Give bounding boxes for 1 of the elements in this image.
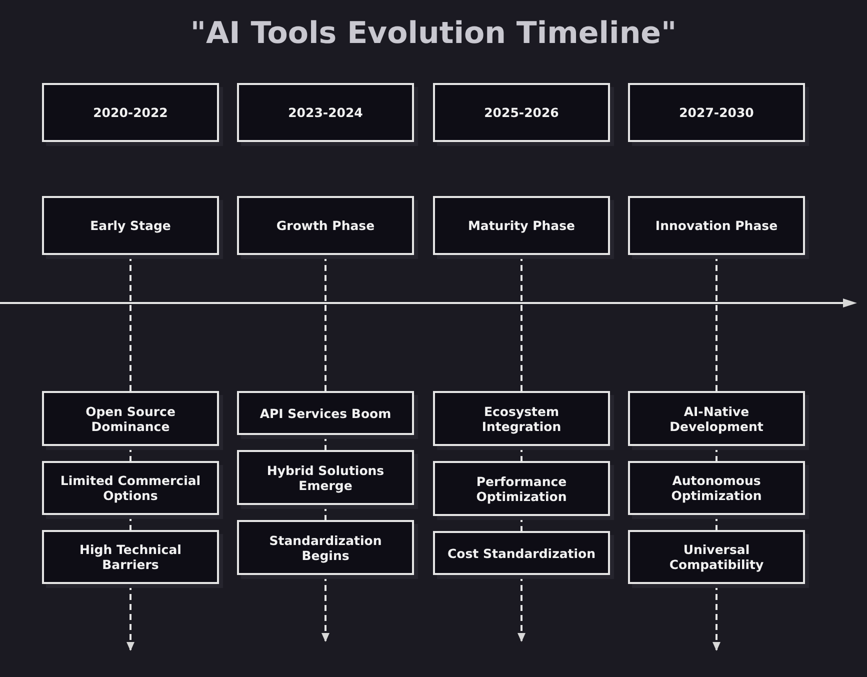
diagram-title: "AI Tools Evolution Timeline"	[189, 16, 678, 51]
